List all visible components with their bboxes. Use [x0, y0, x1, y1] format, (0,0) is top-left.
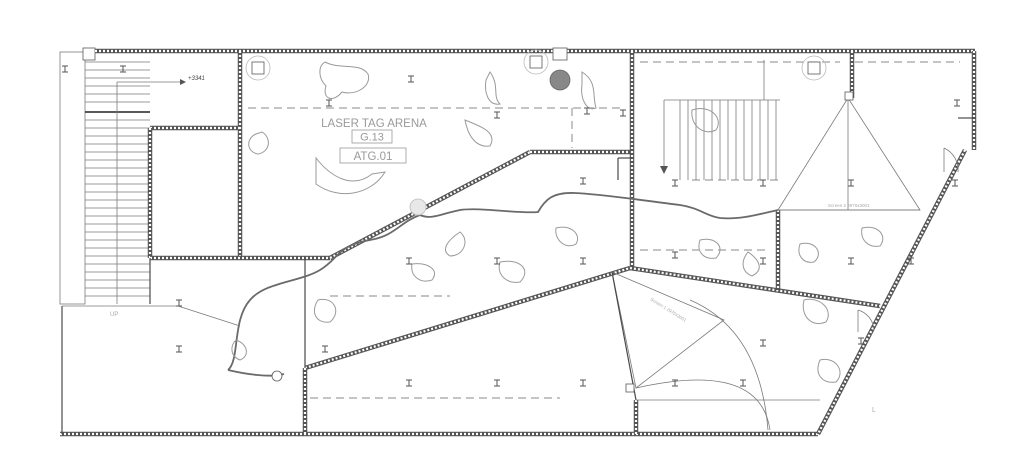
room-label-block: LASER TAG ARENA G.13 ATG.01: [321, 118, 427, 164]
light-fixtures: [62, 65, 960, 387]
screen-projection-upper: Screen 2 2970x3001: [777, 91, 921, 211]
stair-up-label: UP: [110, 312, 118, 318]
column-marker: [549, 69, 571, 91]
screen-label-lower: Screen 1 2970x3001: [649, 297, 687, 324]
stair-left: UP +3341: [59, 47, 205, 318]
room-name: LASER TAG ARENA: [321, 118, 427, 130]
level-marker: +3341: [188, 76, 205, 82]
ceiling-fixtures: [245, 47, 827, 91]
screen-projection-lower: Screen 1 2970x3001: [611, 271, 820, 431]
outer-walls: [60, 48, 977, 437]
laser-tag-route: [177, 192, 779, 382]
room-number: G.13: [360, 132, 384, 144]
door-swings: [857, 147, 959, 332]
room-tag: ATG.01: [354, 151, 393, 163]
stair-right: [660, 60, 780, 181]
arena-props: [231, 61, 884, 383]
interior-walls: [62, 51, 920, 434]
zone-lines: [248, 61, 960, 399]
screen-label-upper: Screen 2 2970x3001: [828, 203, 870, 208]
corner-mark: L: [872, 407, 876, 414]
